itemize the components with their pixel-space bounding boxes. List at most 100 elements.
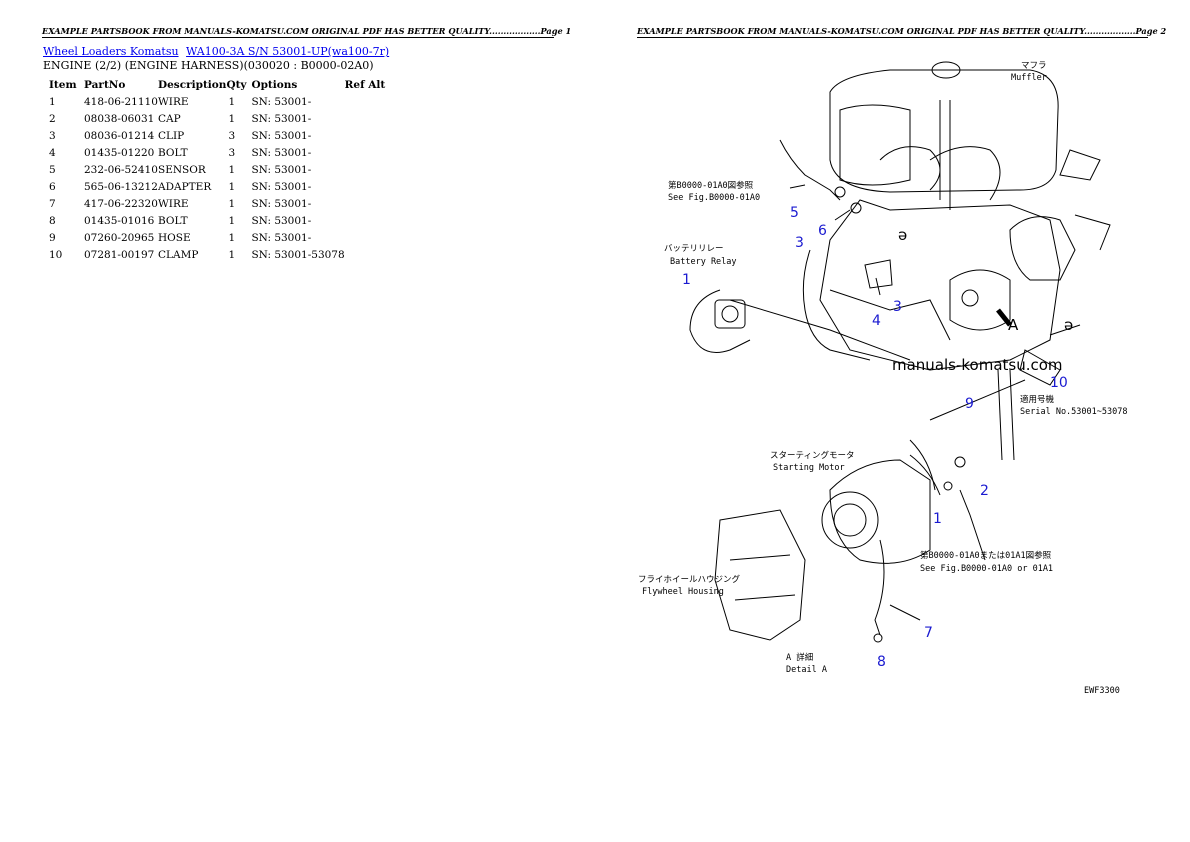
clip-bracket: [864, 259, 893, 289]
starting-motor-jp: スターティングモータ: [770, 450, 855, 461]
battery-relay-terminal: [721, 305, 739, 323]
cell-partno: 01435-01220: [84, 146, 155, 159]
muffler-pipe2: [929, 146, 1001, 201]
cell-item: 5: [49, 163, 56, 176]
cell-options: SN: 53001-: [251, 163, 312, 176]
cell-item: 3: [49, 129, 56, 142]
leader-6: [834, 209, 851, 221]
adapter-6: [850, 202, 862, 214]
cell-description: BOLT: [158, 214, 188, 227]
cell-partno: 07260-20965: [84, 231, 155, 244]
cell-refalt: [345, 195, 405, 212]
starter-top-circle: [961, 289, 979, 307]
alternator: [1009, 216, 1076, 281]
breadcrumb-link-wheel-loaders[interactable]: Wheel Loaders Komatsu: [43, 45, 179, 58]
cap-2: [954, 456, 966, 468]
cell-partno: 07281-00197: [84, 248, 155, 261]
col-header-partno: PartNo: [84, 78, 126, 91]
starting-motor-flange: [821, 491, 879, 549]
see-fig2-jp: 第B0000-01A0または01A1図参照: [920, 550, 1052, 561]
cell-partno: 01435-01016: [84, 214, 155, 227]
harness-mid: [802, 249, 871, 361]
cell-description: CLIP: [158, 129, 185, 142]
letter-a3: ə: [898, 226, 907, 244]
callout-5: 5: [790, 205, 799, 221]
battery-relay: [714, 299, 746, 329]
col-header-options: Options: [251, 78, 298, 91]
breadcrumb-link-model[interactable]: WA100-3A S/N 53001-UP(wa100-7r): [186, 45, 390, 58]
leader-5: [789, 184, 806, 189]
muffler-jp: マフラ: [1021, 61, 1047, 71]
hose-9a: [997, 369, 1003, 461]
cell-item: 8: [49, 214, 56, 227]
cell-description: SENSOR: [158, 163, 206, 176]
cell-description: CAP: [158, 112, 181, 125]
callout-6: 6: [818, 223, 827, 239]
serial-en: Serial No.53001~53078: [1020, 407, 1127, 417]
cell-qty: 3: [228, 146, 236, 159]
engine-block: [819, 199, 1061, 371]
muffler-pipe: [879, 146, 941, 191]
cell-qty: 1: [228, 248, 236, 261]
cell-refalt: [345, 229, 405, 246]
cell-description: CLAMP: [158, 248, 199, 261]
cell-refalt: [345, 144, 405, 161]
cell-qty: 1: [228, 214, 236, 227]
parts-table: Item PartNo Description Qty Options Ref …: [43, 76, 405, 263]
flywheel-housing: [714, 509, 806, 641]
bolt-8: [873, 633, 883, 643]
cell-item: 6: [49, 180, 56, 193]
cell-qty: 1: [228, 112, 236, 125]
callout-3b: 3: [893, 299, 902, 315]
flywheel-rib: [729, 554, 796, 601]
callout-1a: 1: [682, 272, 691, 288]
detail-a-en: Detail A: [786, 665, 827, 675]
cell-item: 1: [49, 95, 56, 108]
cell-refalt: [345, 110, 405, 127]
cap-2b: [943, 481, 953, 491]
cell-options: SN: 53001-: [251, 146, 312, 159]
starting-motor-hub: [833, 503, 867, 537]
leader-fig2: [959, 489, 986, 561]
cell-item: 10: [49, 248, 63, 261]
cell-partno: 565-06-13212: [84, 180, 158, 193]
callout-9: 9: [965, 396, 974, 412]
cell-item: 9: [49, 231, 56, 244]
cell-refalt: [345, 178, 405, 195]
harness-long: [729, 299, 911, 361]
cell-options: SN: 53001-: [251, 231, 312, 244]
cell-refalt: [345, 93, 405, 110]
cell-options: SN: 53001-: [251, 197, 312, 210]
watermark: manuals-komatsu.com: [892, 356, 1063, 374]
page2-header: EXAMPLE PARTSBOOK FROM MANUALS-KOMATSU.C…: [637, 26, 1167, 38]
hose-9b: [1009, 369, 1015, 461]
muffler-en: Muffler: [1011, 73, 1047, 83]
cell-partno: 232-06-52410: [84, 163, 158, 176]
cell-qty: 1: [228, 231, 236, 244]
table-header-row: Item PartNo Description Qty Options Ref …: [43, 76, 405, 93]
motor-wire: [909, 439, 936, 491]
wire-7: [874, 539, 885, 636]
parts-diagram: マフラ Muffler 第B0000-01A0図参照 See Fig.B0000…: [638, 61, 1127, 696]
arrow-a2: [1049, 324, 1081, 336]
battery-relay-en: Battery Relay: [670, 257, 737, 267]
callout-7: 7: [924, 625, 933, 641]
cell-description: WIRE: [158, 197, 189, 210]
callout-3a: 3: [795, 235, 804, 251]
detail-a-jp: A 詳細: [786, 652, 813, 663]
letter-a: A: [1008, 316, 1019, 334]
cell-partno: 417-06-22320: [84, 197, 158, 210]
alternator-bracket: [1059, 149, 1101, 181]
drawing-code: EWF3300: [1084, 686, 1120, 696]
cell-qty: 1: [228, 180, 236, 193]
cell-refalt: [345, 246, 405, 263]
cell-options: SN: 53001-53078: [251, 248, 345, 261]
